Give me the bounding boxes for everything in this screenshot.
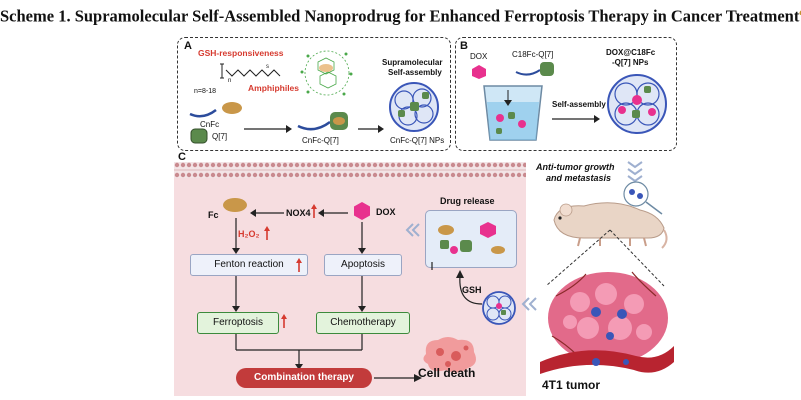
- tumor-label: 4T1 tumor: [542, 378, 601, 392]
- q7-label: Q[7]: [212, 132, 228, 141]
- released-drugs-icon: [438, 222, 505, 254]
- dox-nps-label-2: -Q[7] NPs: [612, 58, 649, 67]
- dox-nanoparticle-icon: [607, 74, 667, 134]
- n-range-label: n=8-18: [194, 88, 216, 95]
- mouse-icon: [553, 202, 668, 249]
- dox-molecule-icon: [472, 65, 486, 79]
- dox-c-label: DOX: [376, 207, 396, 217]
- q7-macrocycle-icon: [190, 128, 208, 144]
- combination-therapy-box: Combination therapy: [236, 368, 372, 388]
- fenton-up-arrow-icon: [296, 258, 302, 272]
- n-subscript: n: [228, 78, 232, 84]
- panel-a: A GSH-responsiveness s n n=8-18 Amphiphi…: [177, 37, 451, 151]
- arrow-to-dox-nps: [552, 115, 600, 123]
- entry-chevrons-icon: [405, 223, 420, 237]
- nox4-up-arrow-icon: [311, 204, 317, 218]
- ferroptosis-box: Ferroptosis: [197, 312, 279, 334]
- internalized-nanoparticle-icon: [482, 291, 516, 325]
- anti-tumor-label-1: Anti-tumor growth: [536, 162, 615, 172]
- c18fc-q7-label: C18Fc-Q[7]: [512, 50, 554, 59]
- fenton-reaction-box: Fenton reaction: [190, 254, 308, 276]
- beaker-icon: [483, 85, 543, 141]
- panel-c-label: C: [178, 151, 186, 163]
- figure-title: Scheme 1. Supramolecular Self-Assembled …: [0, 6, 801, 27]
- figure-title-footnote: a: [799, 6, 801, 18]
- amphiphile-structure: s: [220, 63, 281, 79]
- cnfc-label: CnFc: [200, 120, 220, 129]
- figure-title-text: Scheme 1. Supramolecular Self-Assembled …: [0, 6, 800, 26]
- amphiphiles-label: Amphiphiles: [248, 83, 300, 93]
- chemotherapy-box: Chemotherapy: [316, 312, 410, 334]
- dox-to-nox4-arrow: [318, 209, 348, 217]
- dox-label: DOX: [470, 52, 488, 61]
- chemotherapy-label: Chemotherapy: [330, 317, 396, 328]
- ferrocene-structure-icon: [300, 50, 353, 96]
- arrow-to-complex: [244, 125, 292, 133]
- tumor-icon: [540, 271, 674, 374]
- flow-arrows: [232, 218, 433, 382]
- dead-cell-icon: [423, 337, 476, 373]
- dox-nps-label-1: DOX@C18Fc: [606, 48, 656, 57]
- apoptosis-label: Apoptosis: [341, 259, 385, 270]
- zoom-lines: [545, 229, 665, 287]
- svg-text:s: s: [266, 64, 269, 70]
- supramolecular-label: Supramolecular: [382, 58, 443, 67]
- cnfc-molecule-icon: [189, 102, 242, 118]
- cell-death-label: Cell death: [418, 366, 476, 380]
- cnfc-q7-label: CnFc-Q[7]: [302, 136, 339, 145]
- nox4-arrow: [250, 209, 284, 217]
- dox-icon: [354, 202, 370, 220]
- drug-release-label: Drug release: [440, 196, 495, 206]
- combination-therapy-label: Combination therapy: [253, 372, 354, 383]
- panel-a-label: A: [184, 40, 192, 52]
- ferrocene-icon: [223, 198, 247, 212]
- nanoparticle-vial-icon: [623, 181, 663, 215]
- panel-b-label: B: [460, 40, 468, 52]
- self-assembly-label: Self-assembly: [388, 68, 442, 77]
- gsh-responsiveness-label: GSH-responsiveness: [198, 48, 284, 58]
- anti-tumor-label-2: and metastasis: [546, 173, 612, 183]
- cnfc-q7-nps-label: CnFc-Q[7] NPs: [390, 136, 445, 145]
- nox4-label: NOX4: [286, 208, 311, 218]
- cnfc-q7-complex-icon: [297, 112, 348, 131]
- down-chevrons-icon: [627, 161, 643, 182]
- nanoparticle-icon: [389, 82, 439, 132]
- uptake-chevrons-icon: [521, 297, 537, 311]
- fc-label: Fc: [208, 210, 219, 220]
- h2o2-up-arrow-icon: [264, 226, 270, 240]
- apoptosis-box: Apoptosis: [324, 254, 402, 276]
- ferroptosis-up-arrow-icon: [281, 314, 287, 328]
- panel-b: B DOX C18Fc-Q[7] Self-assembly DOX@C18Fc…: [455, 37, 677, 151]
- gsh-curved-arrow: [456, 270, 483, 305]
- arrow-to-nps: [358, 125, 384, 133]
- cell-membrane: [174, 162, 526, 178]
- gsh-c-label: GSH: [462, 285, 482, 295]
- h2o2-label: H₂O₂: [238, 229, 260, 239]
- c18fc-q7-icon: [515, 62, 554, 76]
- self-assembly-b-label: Self-assembly: [552, 100, 606, 109]
- drug-release-panel: [425, 210, 517, 268]
- fenton-reaction-label: Fenton reaction: [214, 259, 284, 270]
- ferroptosis-label: Ferroptosis: [212, 317, 263, 328]
